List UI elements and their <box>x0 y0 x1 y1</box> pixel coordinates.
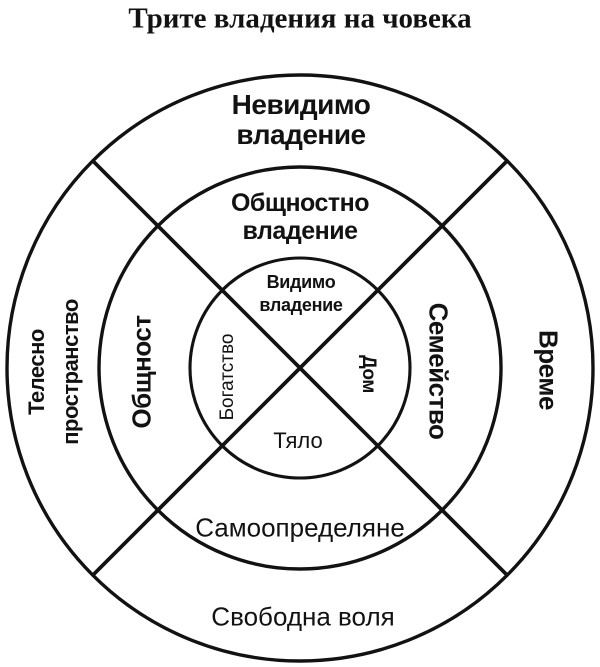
outer-ring-left-label-line1: Телесно <box>24 329 49 415</box>
middle-ring-right-label: Семейство <box>423 302 454 440</box>
outer-ring-left-label: Телесно пространство <box>20 299 88 445</box>
inner-circle <box>188 256 412 480</box>
inner-circle-top-label: Видимо владение <box>259 271 343 317</box>
outer-circle <box>5 73 595 663</box>
middle-ring-top-label-line1: Общностно <box>230 189 370 217</box>
outer-ring-right-label: Време <box>533 330 564 410</box>
outer-ring-bottom-label: Свободна воля <box>211 601 395 632</box>
middle-circle <box>97 165 503 571</box>
middle-ring-top-label: Общностно владение <box>230 189 370 245</box>
inner-circle-bottom-label: Тяло <box>273 428 323 453</box>
middle-ring-top-label-line2: владение <box>242 217 358 245</box>
outer-ring-top-label-line2: владение <box>236 119 366 150</box>
middle-ring-left-label: Общност <box>126 315 157 429</box>
outer-ring-left-label-line2: пространство <box>58 299 83 445</box>
inner-circle-right-label: Дом <box>358 355 379 393</box>
middle-ring-bottom-label: Самоопределяне <box>195 512 405 543</box>
inner-circle-top-label-line2: владение <box>259 295 343 315</box>
diagonal-line-ne-sw <box>91 159 509 577</box>
outer-ring-top-label: Невидимо владение <box>232 90 371 150</box>
outer-ring-top-label-line1: Невидимо <box>231 89 371 120</box>
inner-circle-left-label: Богатство <box>217 333 238 421</box>
inner-circle-top-label-line1: Видимо <box>266 272 336 292</box>
diagram-title: Трите владения на човека <box>128 2 472 35</box>
